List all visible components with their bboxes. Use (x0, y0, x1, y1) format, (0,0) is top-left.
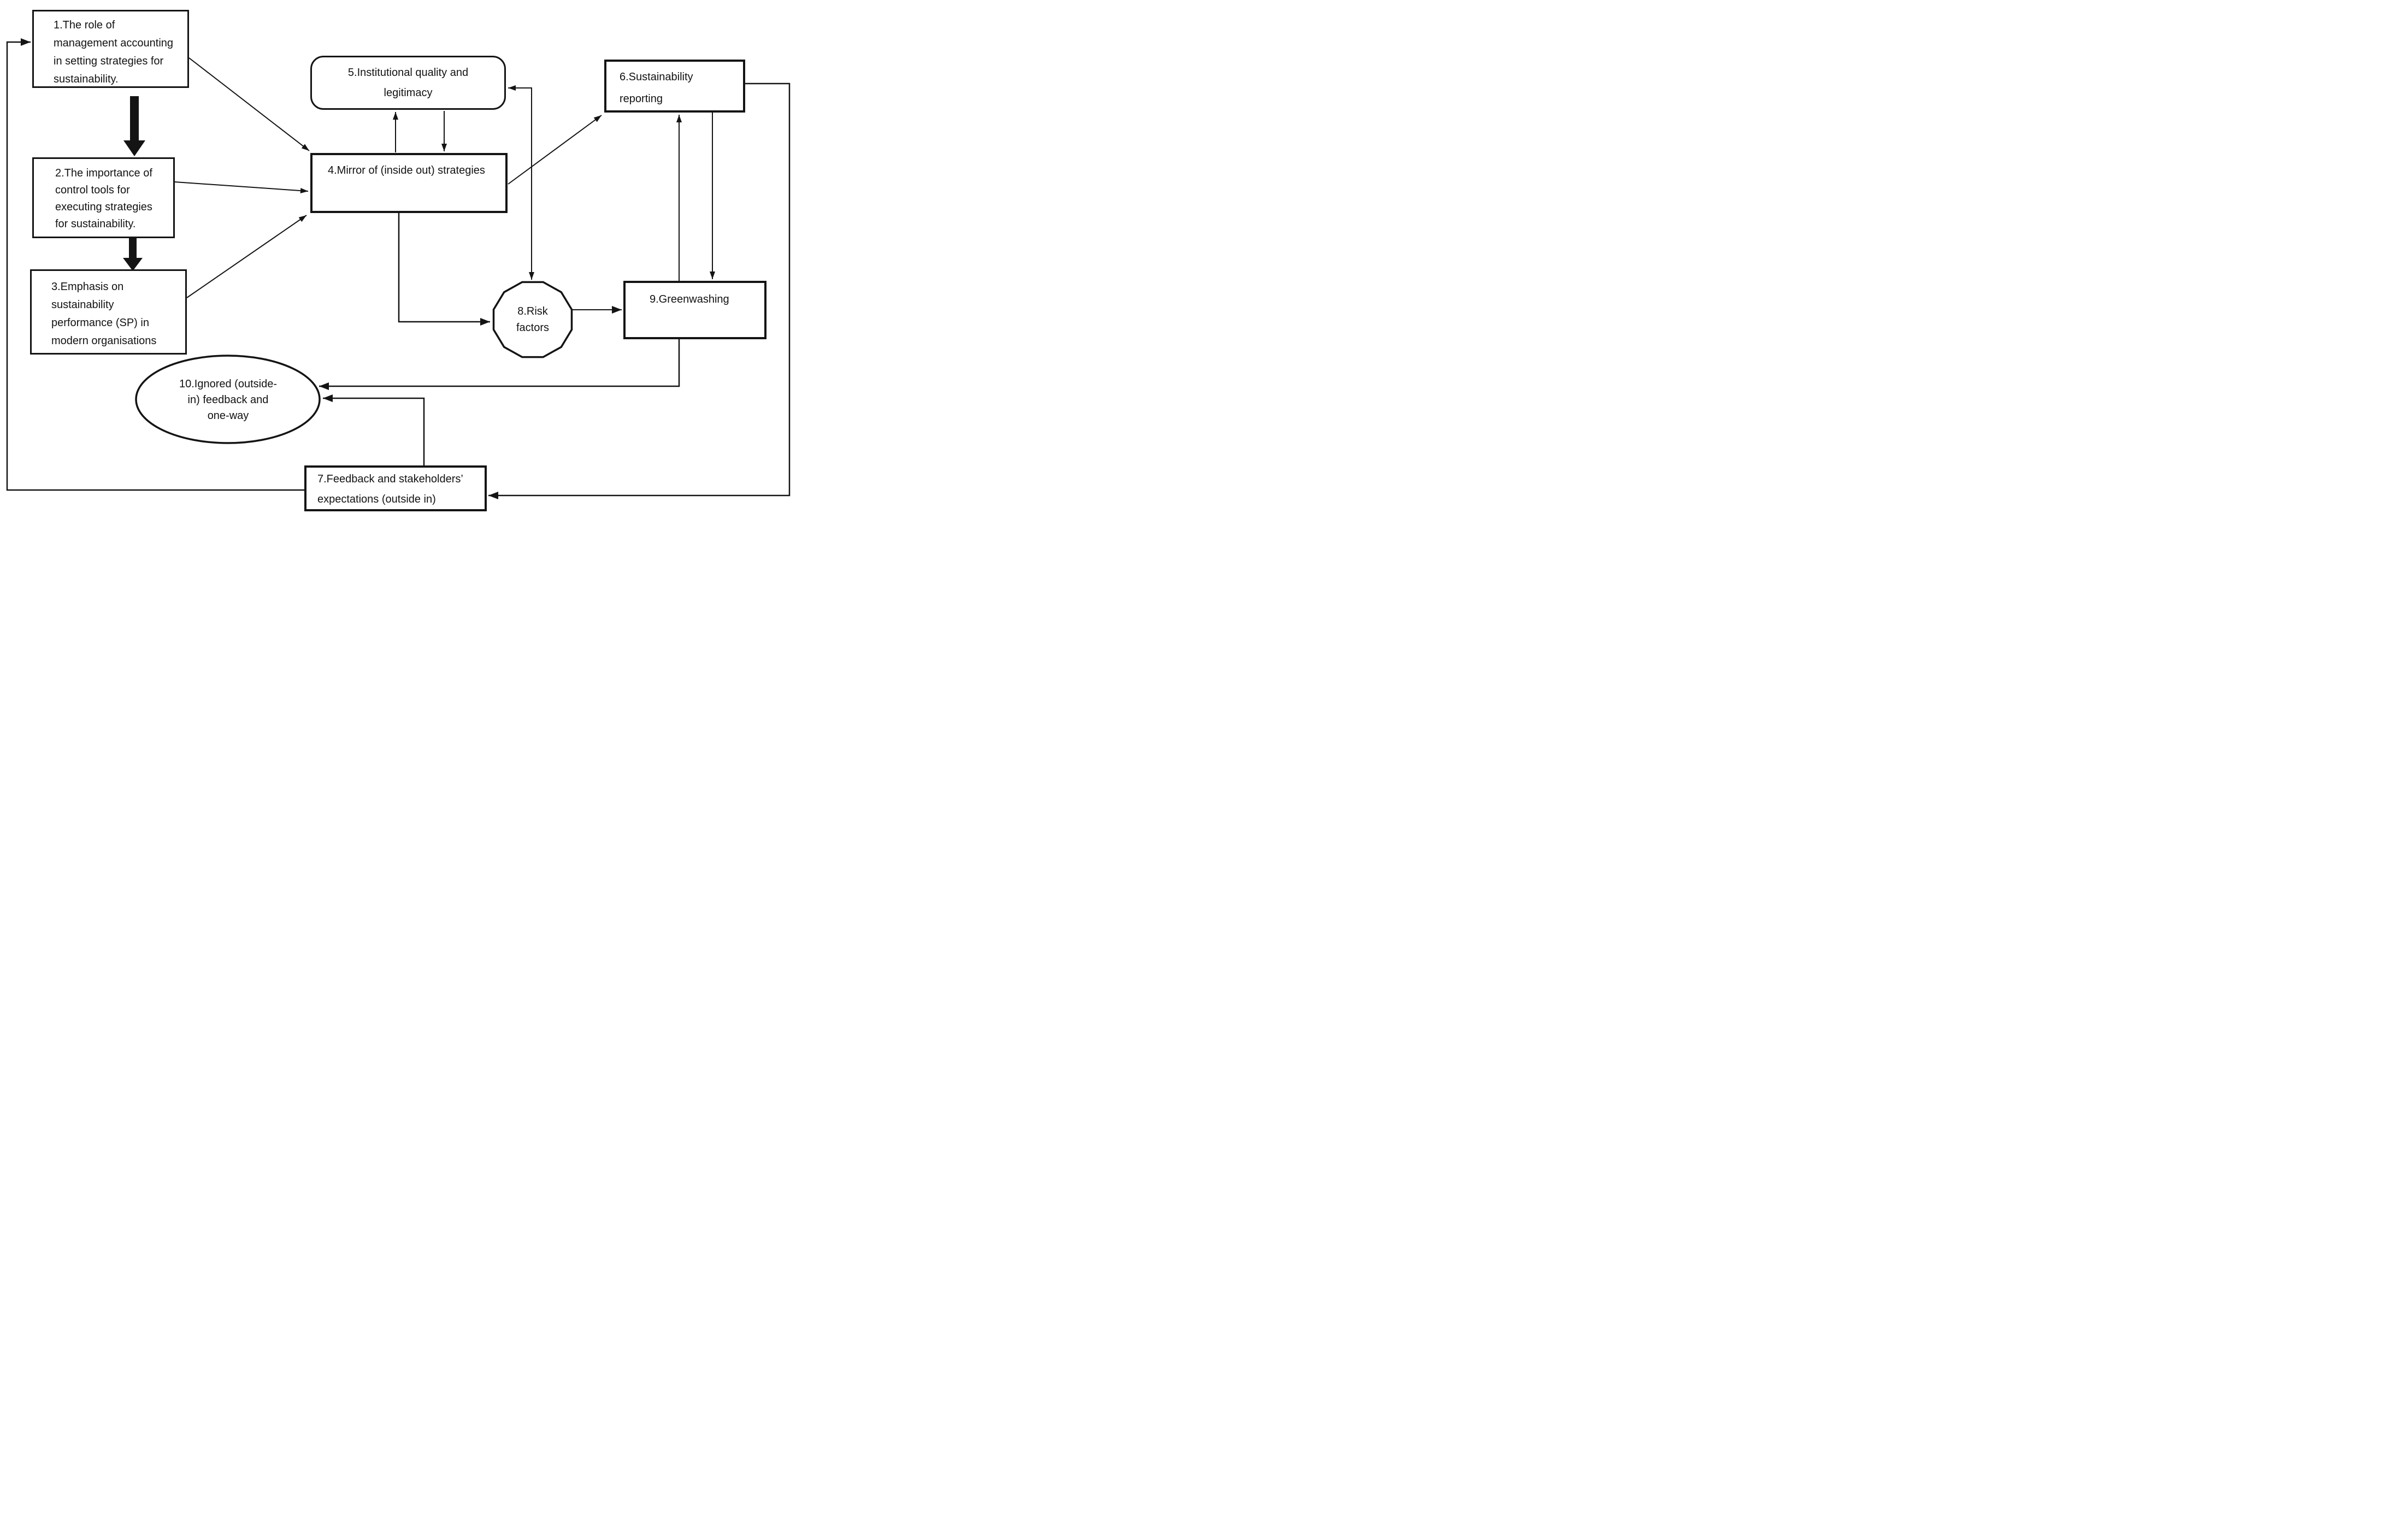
node-greenwashing: 9.Greenwashing (623, 281, 766, 339)
edge-4-to-8 (398, 213, 490, 326)
node-label-line: for sustainability. (55, 218, 136, 230)
node-label-line: sustainability (51, 299, 114, 311)
edge-7-to-1 (6, 38, 304, 491)
node-risk-factors: 8.Risk factors (493, 282, 572, 357)
node-label-line: one-way (207, 409, 249, 422)
node-label-line: 9.Greenwashing (650, 293, 729, 305)
diagram-canvas: 1.The role of management accounting in s… (0, 0, 796, 514)
node-feedback-and-stakeholders-expectations: 7.Feedback and stakeholders’ expectation… (304, 465, 487, 511)
node-label-line: in) feedback and (187, 393, 269, 406)
node-ignored-outside-in-feedback: 10.Ignored (outside- in) feedback and on… (147, 362, 309, 438)
node-label-line: 2.The importance of (55, 167, 152, 179)
edges-layer (6, 38, 791, 499)
node-importance-of-control-tools: 2.The importance of control tools for ex… (32, 157, 175, 238)
node-label-line: 8.Risk (517, 305, 548, 317)
node-label-line: reporting (620, 92, 663, 105)
node-label-line: 6.Sustainability (620, 70, 693, 83)
risk-factors-decagon-shape (492, 281, 573, 358)
node-role-of-management-accounting: 1.The role of management accounting in s… (32, 10, 189, 88)
ignored-feedback-ellipse-shape (135, 355, 321, 444)
node-label-line: management accounting (54, 37, 174, 49)
edge-5-8-bidirectional (508, 85, 534, 280)
edge-3-to-4 (186, 215, 307, 298)
node-sustainability-reporting: 6.Sustainability reporting (604, 60, 745, 113)
edge-9-to-10 (319, 338, 680, 390)
node-label-line: executing strategies (55, 201, 152, 213)
node-institutional-quality-and-legitimacy: 5.Institutional quality and legitimacy (310, 56, 506, 110)
edge-2-to-4 (174, 181, 309, 194)
node-label-line: sustainability. (54, 73, 119, 85)
node-label-line: factors (516, 322, 550, 334)
node-label-line: 1.The role of (54, 19, 115, 31)
node-label-line: 4.Mirror of (inside out) strategies (328, 164, 485, 176)
node-label-line: modern organisations (51, 335, 157, 347)
edge-1-to-4 (188, 57, 310, 151)
node-label-line: 3.Emphasis on (51, 281, 124, 293)
node-label-line: 10.Ignored (outside- (179, 377, 277, 390)
edge-1-to-2 (123, 96, 145, 156)
edge-2-to-3 (123, 238, 143, 271)
node-label-line: 5.Institutional quality and (347, 66, 469, 79)
node-label-line: control tools for (55, 184, 130, 196)
node-label-line: expectations (outside in) (317, 493, 436, 505)
edge-6-to-7 (488, 82, 791, 499)
node-label-line: in setting strategies for (54, 55, 164, 67)
node-mirror-of-inside-out-strategies: 4.Mirror of (inside out) strategies (310, 153, 508, 213)
edge-4-to-6 (508, 115, 602, 185)
node-label-line: performance (SP) in (51, 317, 149, 329)
node-label-line: legitimacy (384, 86, 433, 99)
node-label-line: 7.Feedback and stakeholders’ (317, 473, 463, 485)
node-emphasis-on-sustainability-performance: 3.Emphasis on sustainability performance… (30, 269, 187, 355)
edge-7-to-10 (323, 394, 425, 466)
